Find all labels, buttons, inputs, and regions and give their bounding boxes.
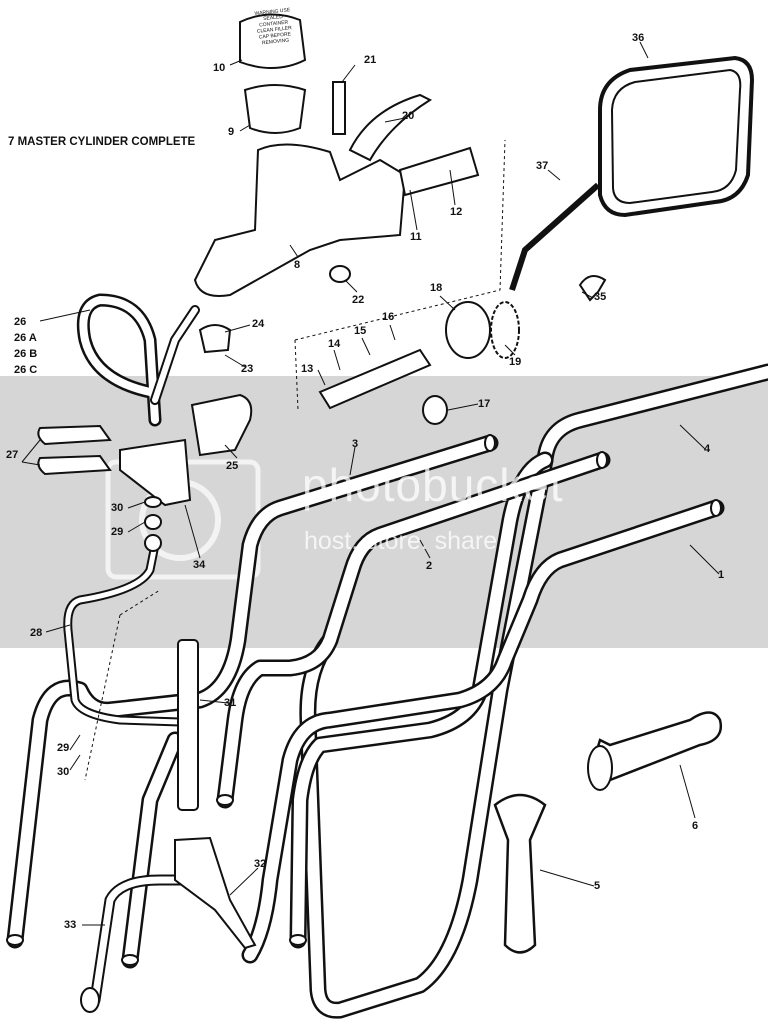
union-33 <box>80 987 100 1013</box>
bracket-34 <box>119 438 192 507</box>
union-nut <box>144 534 162 552</box>
piston-13 <box>318 348 432 410</box>
callout-26a: 26 A <box>14 332 37 344</box>
callout-26b: 26 B <box>14 348 38 360</box>
callout-23: 23 <box>241 363 254 375</box>
bracket-32 <box>174 836 257 950</box>
stop-switch-31 <box>177 639 199 811</box>
callout-28: 28 <box>30 627 43 639</box>
callout-30-upper: 30 <box>111 502 124 514</box>
watermark-brand: photobucket <box>302 459 564 511</box>
callout-25: 25 <box>226 460 239 472</box>
callout-33: 33 <box>64 919 77 931</box>
handlebar-3-leg-fill <box>124 734 181 966</box>
callout-18: 18 <box>430 282 443 294</box>
washer-30 <box>144 496 162 508</box>
callout-26: 26 <box>14 316 27 328</box>
seal-17 <box>422 395 448 425</box>
callout-11: 11 <box>410 231 422 243</box>
mirror-glass <box>610 68 742 205</box>
watermark-band <box>0 376 768 648</box>
bolt-21 <box>332 81 346 135</box>
switch-cover-25 <box>190 393 253 457</box>
grip-6-end <box>587 745 613 791</box>
bar-end <box>216 794 234 806</box>
bar-end <box>596 451 608 469</box>
brake-hose-upper-fill <box>152 307 198 403</box>
callout-19: 19 <box>509 356 522 368</box>
stop-switch-23 <box>198 324 232 354</box>
cylinder-body-8 <box>193 143 407 297</box>
callout-12: 12 <box>450 206 463 218</box>
reservoir-cap-text: WARNING USE SEALED CONTAINER CLEAN FILLE… <box>254 7 293 47</box>
callout-1: 1 <box>718 569 725 581</box>
callout-30-lower: 30 <box>57 766 70 778</box>
grip-6 <box>595 711 723 782</box>
callout-34: 34 <box>193 559 206 571</box>
circlip-19 <box>490 301 520 359</box>
callout-10: 10 <box>213 62 226 74</box>
callout-29-lower: 29 <box>57 742 70 754</box>
reservoir-9 <box>243 84 307 134</box>
callout-8: 8 <box>294 259 301 271</box>
brake-hose-26-fill <box>79 296 159 424</box>
callout-24: 24 <box>252 318 265 330</box>
callout-13: 13 <box>301 363 314 375</box>
handlebar-1-fill <box>244 502 722 961</box>
callout-31: 31 <box>224 697 237 709</box>
callout-5: 5 <box>594 880 601 892</box>
lever-20 <box>348 93 433 162</box>
diagram-title: 7 MASTER CYLINDER COMPLETE <box>8 136 196 148</box>
callout-27: 27 <box>6 449 19 461</box>
handlebar-2-fill <box>219 454 608 806</box>
callout-26c: 26 C <box>14 364 38 376</box>
clip-27a <box>37 424 112 446</box>
seal-18 <box>445 301 491 359</box>
callout-21: 21 <box>364 54 377 66</box>
callout-32: 32 <box>254 858 267 870</box>
clip-27b <box>37 454 112 476</box>
bar-end <box>121 954 139 966</box>
watermark-tagline: host. store. share. <box>304 527 505 555</box>
brake-pipe-28-fill <box>65 542 183 725</box>
callout-22: 22 <box>352 294 365 306</box>
callout-17: 17 <box>478 398 491 410</box>
nut-29 <box>144 514 162 530</box>
handlebar-4-fill <box>301 366 768 1017</box>
pipe-33-fill <box>91 876 204 1004</box>
reservoir-cap-10 <box>239 13 307 70</box>
callout-20: 20 <box>402 110 415 122</box>
bar-end <box>710 499 722 517</box>
mirror-stem-37 <box>509 182 600 291</box>
handlebars <box>6 293 768 1019</box>
callout-16: 16 <box>382 311 395 323</box>
plug-22 <box>329 265 351 283</box>
boot-12 <box>398 146 480 197</box>
callout-14: 14 <box>328 338 341 350</box>
callout-29-upper: 29 <box>111 526 124 538</box>
callout-36: 36 <box>632 32 645 44</box>
bar-ends <box>6 434 722 966</box>
grip-5 <box>493 793 547 954</box>
callout-37: 37 <box>536 160 549 172</box>
bar-end <box>484 434 496 452</box>
callout-9: 9 <box>228 126 235 138</box>
master-cylinder <box>37 13 755 1013</box>
callout-15: 15 <box>354 325 367 337</box>
callout-2: 2 <box>426 560 433 572</box>
callout-35: 35 <box>594 291 607 303</box>
bar-end <box>289 934 307 946</box>
callout-3: 3 <box>352 438 359 450</box>
callout-6: 6 <box>692 820 699 832</box>
bar-end <box>6 934 24 946</box>
callout-4: 4 <box>704 443 711 455</box>
leader-lines <box>21 41 720 926</box>
